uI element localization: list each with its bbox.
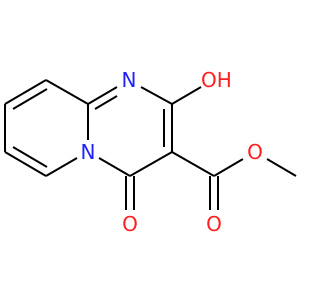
bond: [87, 86, 118, 105]
atom-labels: N N OH O O O: [81, 68, 263, 236]
bond: [266, 158, 297, 177]
bonds: [4, 79, 297, 210]
bond: [98, 157, 131, 177]
bond: [4, 79, 47, 105]
bond: [129, 151, 173, 177]
bond: [171, 151, 215, 177]
bond: [140, 86, 173, 105]
bond: [45, 79, 89, 105]
bond: [94, 95, 118, 110]
bond: [12, 88, 48, 110]
atom-label-n-bridge: N: [81, 140, 96, 164]
atom-label-ester-oxygen: O: [247, 140, 263, 164]
bond: [45, 157, 78, 177]
bond: [12, 146, 48, 168]
bond: [213, 158, 244, 177]
atom-label-carbonyl-oxygen: O: [206, 212, 222, 236]
atom-label-ketone-oxygen: O: [122, 212, 138, 236]
atom-label-hydroxyl: OH: [201, 68, 232, 92]
bond: [171, 86, 202, 105]
bond: [4, 151, 47, 177]
atom-label-n-ring: N: [122, 68, 137, 92]
chemical-structure: N N OH O O O: [4, 68, 297, 236]
